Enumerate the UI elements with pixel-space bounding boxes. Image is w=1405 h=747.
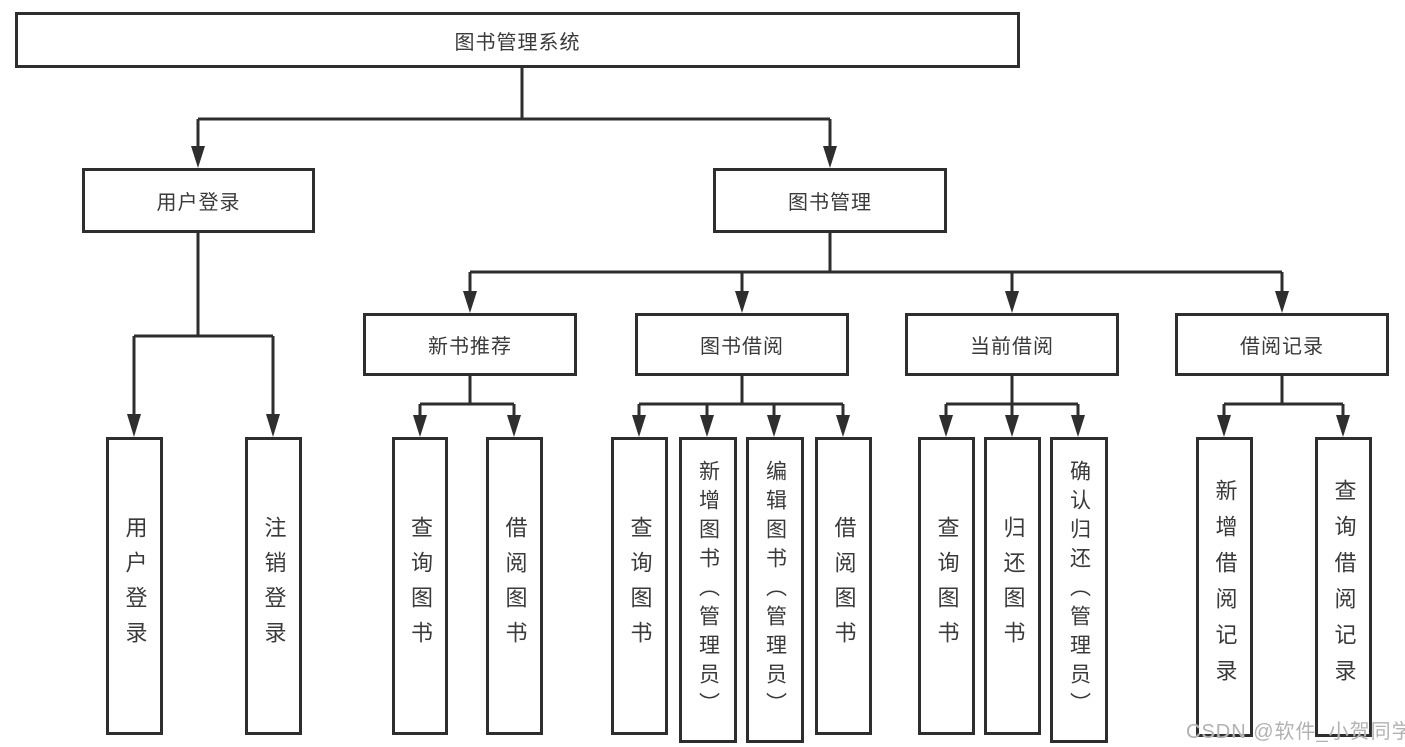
col-query-borrow-record: 查询借阅记录	[1315, 437, 1372, 737]
node-label: 借阅图书	[502, 516, 528, 656]
node-label: 新增图书（管理员）	[696, 459, 720, 721]
node-label: 注销登录	[261, 516, 287, 656]
csdn-watermark: CSDN @软件_小贺同学	[1186, 721, 1405, 743]
node-borrow-records: 借阅记录	[1175, 313, 1389, 376]
node-label: 确认归还（管理员）	[1067, 459, 1091, 721]
node-label: 归还图书	[1000, 516, 1026, 656]
node-label: 借阅记录	[1240, 336, 1324, 358]
node-new-book-recommend: 新书推荐	[363, 313, 577, 376]
node-label: 查询图书	[934, 516, 960, 656]
node-label: 用户登录	[156, 192, 241, 214]
col-borrow-books-borrow: 借阅图书	[815, 437, 872, 735]
node-label: 查询图书	[627, 516, 653, 656]
node-label: 编辑图书（管理员）	[763, 459, 787, 721]
col-edit-book-admin: 编辑图书（管理员）	[746, 437, 804, 743]
col-user-login: 用户登录	[106, 437, 163, 735]
node-book-borrow: 图书借阅	[635, 313, 849, 376]
col-query-books-current: 查询图书	[918, 437, 975, 735]
node-label: 用户登录	[122, 516, 148, 656]
col-add-borrow-record: 新增借阅记录	[1196, 437, 1253, 737]
node-label: 图书管理系统	[454, 31, 581, 54]
col-logout: 注销登录	[245, 437, 302, 735]
node-label: 当前借阅	[970, 336, 1054, 358]
node-label: 图书借阅	[700, 336, 784, 358]
node-label: 新书推荐	[428, 336, 512, 358]
col-return-books: 归还图书	[984, 437, 1041, 735]
node-label: 查询图书	[408, 516, 433, 656]
node-library-management-system: 图书管理系统	[15, 12, 1020, 68]
node-label: 查询借阅记录	[1331, 479, 1357, 695]
node-label: 新增借阅记录	[1212, 479, 1238, 695]
col-query-books-borrow: 查询图书	[611, 437, 668, 735]
col-borrow-books-recommend: 借阅图书	[486, 437, 543, 735]
node-label: 图书管理	[788, 192, 872, 214]
node-user-login: 用户登录	[82, 168, 315, 233]
node-current-borrow: 当前借阅	[905, 313, 1119, 376]
node-label: 借阅图书	[831, 516, 857, 656]
col-confirm-return-admin: 确认归还（管理员）	[1050, 437, 1108, 743]
node-book-management: 图书管理	[713, 168, 947, 233]
col-add-book-admin: 新增图书（管理员）	[679, 437, 737, 743]
col-query-books-recommend: 查询图书	[392, 437, 448, 735]
